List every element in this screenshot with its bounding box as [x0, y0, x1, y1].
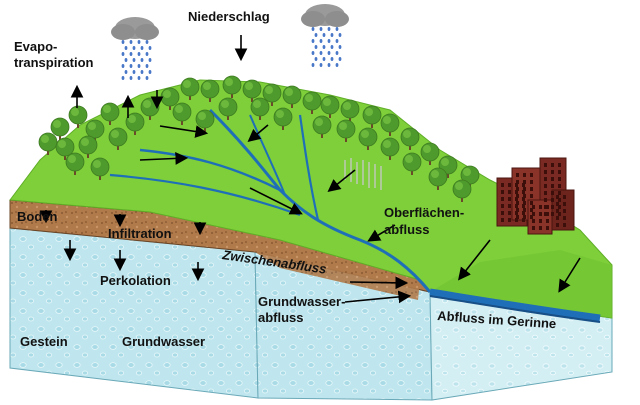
tree-icon [262, 83, 282, 106]
tree-icon [250, 97, 270, 120]
tree-icon [172, 102, 192, 125]
tree-icon [460, 165, 480, 188]
tree-icon [380, 137, 400, 160]
tree-icon [125, 112, 145, 135]
tree-icon [108, 127, 128, 150]
tree-icon [320, 95, 340, 118]
tree-icon [282, 85, 302, 108]
tree-icon [90, 157, 110, 180]
tree-icon [55, 137, 75, 160]
label-grundwasser: Grundwasser [122, 334, 205, 349]
tree-icon [452, 179, 472, 202]
building-icon [496, 157, 575, 235]
tree-icon [242, 79, 262, 102]
label-evapo-2: transpiration [14, 55, 94, 70]
label-grundwasser-1: Grundwasser- [258, 294, 345, 309]
label-perkolation: Perkolation [100, 273, 171, 288]
forest [38, 75, 480, 202]
arrow-icon [39, 35, 581, 304]
tree-icon [218, 97, 238, 120]
tree-icon [420, 142, 440, 165]
tree-icon [402, 152, 422, 175]
crop-field [344, 158, 382, 190]
label-evapo-1: Evapo- [14, 39, 57, 54]
tree-icon [428, 167, 448, 190]
tree-icon [358, 127, 378, 150]
tree-icon [312, 115, 332, 138]
label-grundwasser-2: abfluss [258, 310, 304, 325]
tree-icon [180, 77, 200, 100]
tree-icon [50, 117, 70, 140]
tree-icon [336, 119, 356, 142]
tree-icon [195, 109, 215, 132]
tree-icon [222, 75, 242, 98]
tree-icon [200, 79, 220, 102]
label-niederschlag: Niederschlag [188, 9, 270, 24]
cloud-icon [111, 4, 349, 40]
tree-icon [273, 107, 293, 130]
tree-icon [340, 99, 360, 122]
tree-icon [100, 102, 120, 125]
tree-icon [78, 135, 98, 158]
label-oberflaechen-1: Oberflächen- [384, 205, 464, 220]
rain-icon [121, 27, 342, 80]
tree-icon [65, 152, 85, 175]
tree-icon [302, 91, 322, 114]
tree-icon [68, 105, 88, 128]
tree-icon [38, 132, 58, 155]
river-network [109, 108, 601, 323]
tree-icon [400, 127, 420, 150]
label-boden: Boden [17, 209, 58, 224]
tree-icon [362, 105, 382, 128]
tree-icon [380, 113, 400, 136]
label-gestein: Gestein [20, 334, 68, 349]
label-oberflaechen-2: abfluss [384, 222, 430, 237]
tree-icon [85, 119, 105, 142]
label-infiltration: Infiltration [108, 226, 172, 241]
